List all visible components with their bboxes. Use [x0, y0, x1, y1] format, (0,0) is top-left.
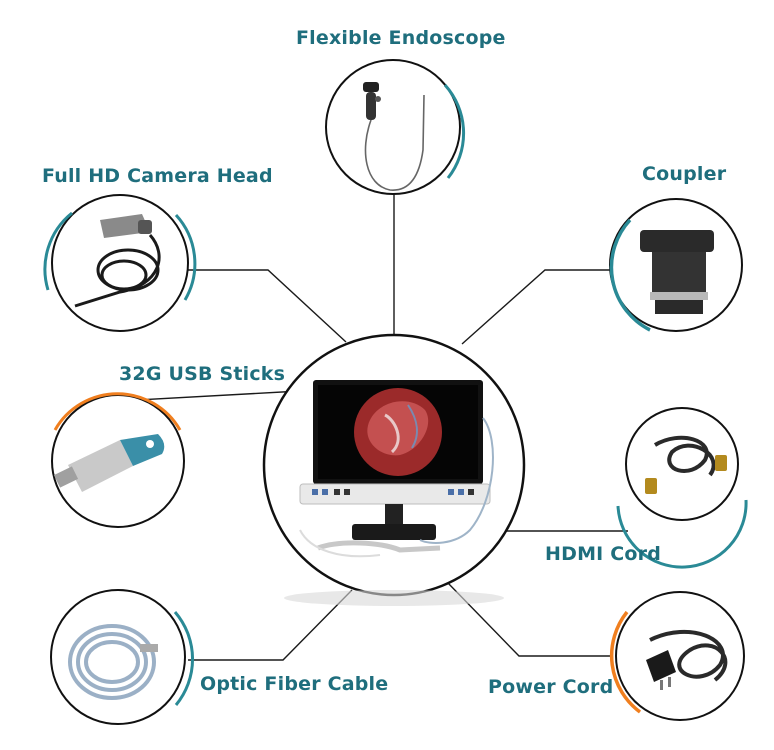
- flexible-endoscope-node: [325, 59, 466, 195]
- endoscope-circle: [325, 59, 461, 195]
- coupler-node: [609, 198, 743, 332]
- camera-head-accent-arc-left: [43, 211, 73, 291]
- power-cord-icon: [646, 629, 728, 690]
- label-camera-head: Full HD Camera Head: [42, 165, 273, 187]
- connector-lines: [119, 193, 628, 661]
- label-power-cord: Power Cord: [488, 676, 614, 698]
- hdmi-cord-icon: [645, 435, 727, 494]
- camera-head-icon: [74, 214, 161, 308]
- connector-power: [446, 581, 611, 657]
- usb-stick-icon: [53, 434, 165, 492]
- connector-usb: [119, 390, 301, 402]
- fiber-node: [50, 589, 194, 725]
- camera-head-node: [43, 194, 197, 332]
- label-coupler: Coupler: [642, 163, 727, 185]
- endoscope-accent-arc: [443, 83, 466, 179]
- coupler-accent-arc: [609, 218, 651, 332]
- flexible-endoscope-icon: [363, 82, 425, 191]
- label-flexible-endoscope: Flexible Endoscope: [296, 27, 506, 49]
- connector-coupler: [461, 269, 622, 345]
- monitor-node: [262, 333, 526, 606]
- power-accent-arc: [609, 610, 642, 714]
- connector-fiber: [188, 589, 353, 661]
- monitor-with-surgical-image: [299, 380, 494, 558]
- label-hdmi-cord: HDMI Cord: [545, 543, 662, 565]
- usb-accent-arc: [53, 392, 182, 431]
- power-node: [609, 591, 745, 721]
- hdmi-node: [616, 407, 748, 569]
- camera-head-circle: [51, 194, 189, 332]
- coupler-icon: [640, 230, 714, 314]
- power-circle: [615, 591, 745, 721]
- usb-node: [51, 392, 185, 528]
- fiber-cable-icon: [68, 624, 158, 700]
- label-usb-sticks: 32G USB Sticks: [119, 363, 286, 385]
- hdmi-accent-arc: [616, 499, 748, 569]
- label-optic-fiber-cable: Optic Fiber Cable: [200, 673, 389, 695]
- fiber-accent-arc: [173, 611, 194, 706]
- connector-camera-head: [186, 269, 347, 343]
- camera-head-accent-arc-right: [174, 213, 197, 301]
